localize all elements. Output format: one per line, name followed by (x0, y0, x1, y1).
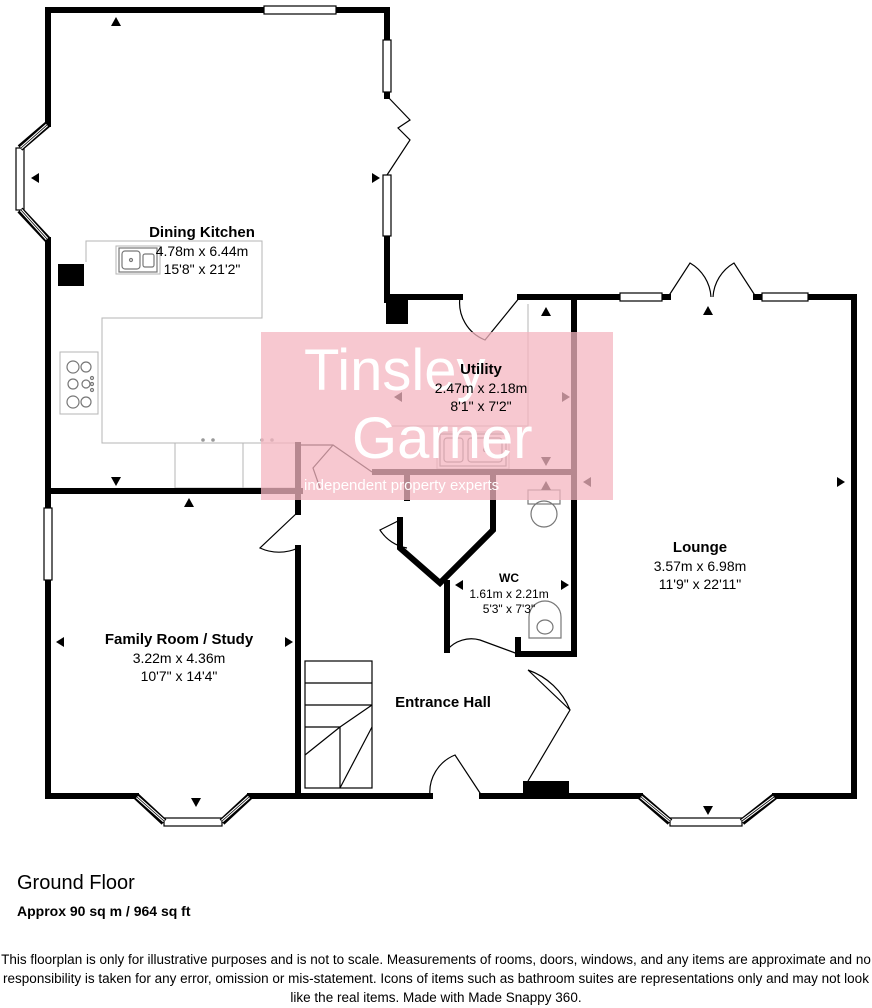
room-metric: 3.22m x 4.36m (133, 650, 226, 666)
basin-icon (528, 600, 562, 639)
disclaimer-text: This floorplan is only for illustrative … (1, 952, 871, 1005)
floor-title: Ground Floor (17, 872, 135, 894)
room-lounge: Lounge 3.57m x 6.98m 11'9" x 22'11" (654, 539, 747, 592)
room-wc: WC 1.61m x 2.21m 5'3" x 7'3" (469, 571, 548, 616)
watermark-tagline: independent property experts (304, 477, 499, 494)
bay-window-glass-lines (20, 124, 775, 822)
room-imperial: 8'1" x 7'2" (450, 398, 511, 414)
room-metric: 4.78m x 6.44m (156, 243, 249, 259)
pillars (58, 264, 569, 799)
hob-icon (66, 360, 95, 409)
room-imperial: 11'9" x 22'11" (659, 576, 742, 592)
room-name: WC (499, 571, 519, 585)
room-name: Dining Kitchen (149, 224, 255, 241)
watermark-line2: Garner (352, 406, 533, 471)
agent-watermark: Tinsley Garner independent property expe… (261, 332, 613, 500)
room-imperial: 5'3" x 7'3" (483, 602, 535, 616)
room-metric: 3.57m x 6.98m (654, 558, 747, 574)
watermark-line1: Tinsley (304, 338, 486, 403)
room-imperial: 10'7" x 14'4" (141, 668, 218, 684)
room-utility: Utility 2.47m x 2.18m 8'1" x 7'2" (435, 361, 528, 414)
kitchen-sink-icon (118, 247, 158, 273)
room-name: Lounge (673, 539, 727, 556)
room-name: Utility (460, 361, 502, 378)
room-metric: 1.61m x 2.21m (469, 587, 548, 601)
room-family-room: Family Room / Study 3.22m x 4.36m 10'7" … (105, 631, 254, 684)
room-entrance-hall: Entrance Hall (395, 694, 491, 711)
windows (15, 5, 809, 827)
watermark-box (261, 332, 613, 500)
room-name: Entrance Hall (395, 694, 491, 711)
room-imperial: 15'8" x 21'2" (164, 261, 241, 277)
room-dining-kitchen: Dining Kitchen 4.78m x 6.44m 15'8" x 21'… (149, 224, 255, 277)
room-metric: 2.47m x 2.18m (435, 380, 528, 396)
floor-area: Approx 90 sq m / 964 sq ft (17, 903, 191, 919)
floor-plan-drawing: Tinsley Garner independent property expe… (15, 5, 857, 827)
staircase (304, 660, 373, 789)
room-name: Family Room / Study (105, 631, 254, 648)
